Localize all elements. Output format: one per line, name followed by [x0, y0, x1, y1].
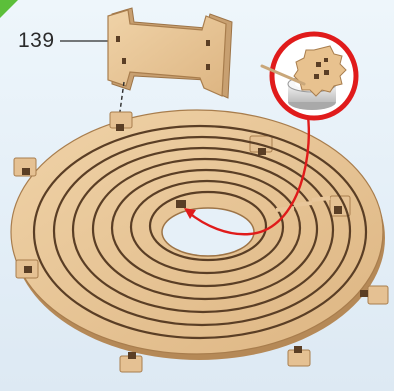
spiral-track-plate — [11, 110, 388, 372]
part-139-bracket — [108, 8, 232, 98]
center-hole — [162, 208, 254, 256]
center-slot — [176, 200, 186, 208]
bracket-slot — [122, 58, 126, 64]
bracket-slot — [206, 64, 210, 70]
bracket-slot — [206, 40, 210, 46]
magnifier-circle-icon — [262, 34, 356, 118]
bracket-slot — [116, 36, 120, 42]
